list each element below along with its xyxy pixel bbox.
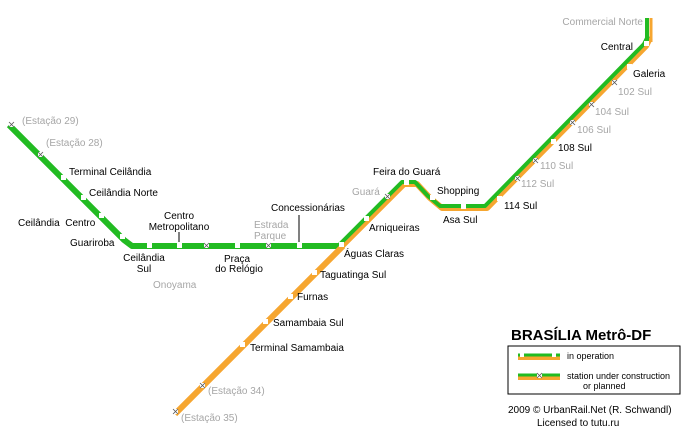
trunk-line-green	[337, 35, 650, 247]
label-shopping: Shopping	[437, 186, 479, 197]
label-galeria: Galeria	[633, 69, 666, 80]
label-estacao-29: (Estação 29)	[22, 116, 79, 127]
legend-box	[507, 345, 681, 395]
station-marker-terminal-samambaia	[240, 342, 245, 347]
label-ceilandia-norte: Ceilândia Norte	[89, 188, 158, 199]
label-feira-do-guara: Feira do Guará	[373, 167, 441, 178]
station-marker-108-sul	[551, 139, 556, 144]
label-commercial-norte: Commercial Norte	[562, 17, 643, 28]
label-estrada-parque-1: Estrada	[254, 220, 289, 231]
station-marker-estrada-parque	[265, 242, 272, 249]
station-marker-aguas-claras	[339, 242, 344, 247]
label-ceilandia-sul-1: Ceilândia	[123, 253, 165, 264]
label-estacao-28: (Estação 28)	[46, 138, 103, 149]
station-marker-estacao-35	[172, 408, 179, 415]
station-marker-guara	[384, 193, 391, 200]
label-samambaia-sul: Samambaia Sul	[273, 318, 344, 329]
station-marker-ceilandia-norte	[81, 195, 86, 200]
credit-line-1: 2009 © UrbanRail.Net (R. Schwandl)	[508, 405, 672, 416]
station-marker-estacao-34	[199, 382, 206, 389]
label-estrada-parque-2: Parque	[254, 231, 287, 242]
legend-in-operation: in operation	[567, 351, 614, 361]
station-marker-102-sul	[611, 79, 618, 86]
legend-construction-swatch	[518, 372, 560, 380]
label-guariroba: Guariroba	[70, 238, 115, 249]
label-108-sul: 108 Sul	[558, 143, 592, 154]
legend-under-construction-2: or planned	[583, 381, 626, 391]
station-marker-110-sul	[532, 157, 539, 164]
station-marker-106-sul	[569, 119, 576, 126]
label-ceilandia-sul-2: Sul	[137, 264, 151, 275]
label-104-sul: 104 Sul	[595, 107, 629, 118]
station-marker-taguatinga-sul	[312, 270, 317, 275]
label-guara: Guará	[352, 187, 380, 198]
label-concessionarias: Concessionárias	[271, 203, 345, 214]
label-110-sul: 110 Sul	[540, 161, 573, 172]
label-terminal-ceilandia: Terminal Ceilândia	[69, 167, 152, 178]
station-marker-104-sul	[588, 101, 595, 108]
station-marker-feira-do-guara	[404, 180, 409, 185]
station-marker-galeria	[627, 64, 632, 69]
label-praca-do-relogio-2: do Relógio	[215, 264, 263, 275]
station-marker-central	[644, 41, 649, 46]
label-aguas-claras: Águas Claras	[344, 247, 404, 260]
station-marker-shopping	[430, 195, 435, 200]
label-estacao-34: (Estação 34)	[208, 386, 265, 397]
label-ceilandia-centro: Ceilândia Centro	[18, 218, 96, 229]
station-marker-estacao-29	[8, 121, 15, 128]
station-marker-ceilandia-centro	[99, 213, 104, 218]
label-102-sul: 102 Sul	[618, 87, 652, 98]
station-marker-112-sul	[514, 175, 521, 182]
label-arniqueiras: Arniqueiras	[369, 223, 420, 234]
label-praca-do-relogio-1: Praça	[224, 254, 251, 265]
label-onoyama: Onoyama	[153, 280, 197, 291]
station-marker-centro-metropolitano	[177, 243, 182, 248]
legend-under-construction-1: station under construction	[567, 371, 670, 381]
station-marker-onoyama	[203, 242, 210, 249]
station-marker-arniqueiras	[364, 216, 369, 221]
label-estacao-35: (Estação 35)	[181, 413, 238, 424]
label-112-sul: 112 Sul	[521, 179, 554, 190]
station-marker-praca-do-relogio	[235, 243, 240, 248]
label-terminal-samambaia: Terminal Samambaia	[250, 343, 344, 354]
credit-line-2: Licensed to tutu.ru	[537, 418, 619, 429]
label-114-sul: 114 Sul	[504, 201, 537, 212]
label-centro-metropolitano-1: Centro	[164, 211, 194, 222]
station-marker-samambaia-sul	[263, 319, 268, 324]
map-title: BRASÍLIA Metrô-DF	[511, 327, 651, 344]
trunk-line-orange	[338, 36, 653, 250]
station-marker-guariroba	[120, 234, 125, 239]
label-taguatinga-sul: Taguatinga Sul	[320, 270, 386, 281]
station-marker-114-sul	[497, 196, 502, 201]
station-marker-terminal-ceilandia	[61, 175, 66, 180]
station-marker-furnas	[288, 294, 293, 299]
label-asa-sul: Asa Sul	[443, 215, 477, 226]
station-marker-concessionarias	[297, 243, 302, 248]
label-furnas: Furnas	[297, 292, 328, 303]
station-marker-estacao-28	[37, 151, 44, 158]
label-central: Central	[601, 42, 633, 53]
label-106-sul: 106 Sul	[577, 125, 611, 136]
station-marker-ceilandia-sul	[147, 243, 152, 248]
legend-operation-swatch	[518, 353, 560, 360]
station-marker-asa-sul	[461, 204, 466, 209]
label-centro-metropolitano-2: Metropolitano	[149, 222, 210, 233]
